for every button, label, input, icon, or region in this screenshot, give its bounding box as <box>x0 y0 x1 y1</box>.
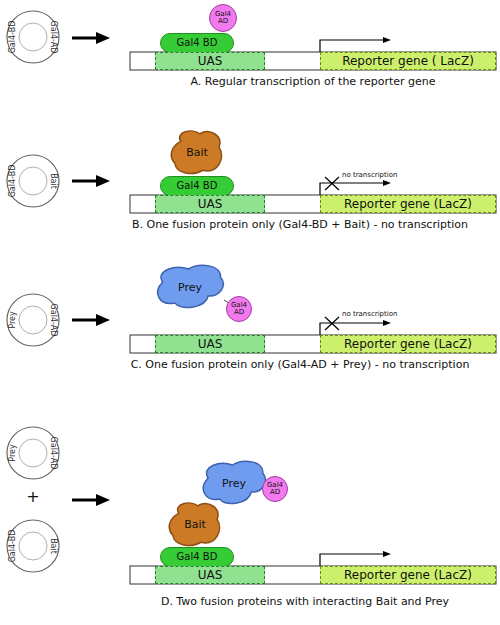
transcription-arrow <box>320 183 384 195</box>
plasmid-ring <box>19 23 47 51</box>
plasmid-label: Prey <box>9 311 17 328</box>
plasmid-label: Prey <box>9 444 17 461</box>
binding-domain: Gal4 BD <box>160 33 234 53</box>
region-label: UAS <box>198 338 223 350</box>
plasmid-label: Bait <box>49 173 57 189</box>
plasmid-ring <box>7 427 59 479</box>
gene-label: Reporter gene (LacZ) <box>344 569 472 581</box>
transcription-arrow <box>320 323 384 335</box>
panel-caption: B. One fusion protein only (Gal4-BD + Ba… <box>100 219 500 231</box>
transcription-arrow <box>320 40 384 52</box>
domain-label: Gal4 BD <box>177 552 218 562</box>
block-cross <box>325 177 339 190</box>
plasmid-arrow <box>72 319 98 322</box>
plasmid-ring <box>19 306 47 334</box>
reporter-gene: Reporter gene (LacZ) <box>320 195 496 213</box>
dna-strand <box>130 52 496 70</box>
uas-region: UAS <box>155 335 265 353</box>
plasmid-label: Gal4-BD <box>9 530 17 563</box>
plasmid-label: Gal4-AD <box>49 21 57 54</box>
protein-label: Prey <box>222 478 246 489</box>
plasmid-label: Gal4-BD <box>9 165 17 198</box>
panel-caption: D. Two fusion proteins with interacting … <box>110 596 500 608</box>
plasmid-arrow <box>72 180 98 183</box>
activation-domain: Gal4 AD <box>209 4 237 32</box>
region-label: UAS <box>198 55 223 67</box>
dna-strand <box>130 566 496 584</box>
plasmid-ring <box>7 294 59 346</box>
plasmid-label: Bait <box>49 538 57 554</box>
dna-strand <box>130 335 496 353</box>
protein-label: Bait <box>186 147 208 158</box>
region-label: UAS <box>198 569 223 581</box>
prey-protein: Prey <box>198 458 270 508</box>
uas-region: UAS <box>155 195 265 213</box>
plasmid-circle: Gal4-BD Bait <box>6 154 60 208</box>
status-note: no transcription <box>342 311 422 319</box>
arrow-head <box>96 494 110 506</box>
bait-protein: Bait <box>166 500 224 548</box>
domain-label: Gal4 BD <box>177 38 218 48</box>
dna-strand <box>130 195 496 213</box>
plus-sign: + <box>18 488 48 506</box>
plasmid-circle: Prey Gal4-AD <box>6 293 60 347</box>
bait-shape <box>171 131 221 173</box>
arrow-head <box>96 32 110 44</box>
arrow-head <box>383 551 391 557</box>
arrow-head <box>383 180 391 186</box>
plasmid-arrow <box>72 499 98 502</box>
arrow-head <box>383 320 391 326</box>
reporter-gene: Reporter gene (LacZ) <box>320 335 496 353</box>
gene-label: Reporter gene (LacZ) <box>344 338 472 350</box>
uas-region: UAS <box>155 52 265 70</box>
prey-shape <box>203 461 265 503</box>
plasmid-ring <box>19 439 47 467</box>
arrow-head <box>96 175 110 187</box>
plasmid-ring <box>7 520 59 572</box>
bait-protein: Bait <box>168 128 226 176</box>
block-cross <box>325 317 339 330</box>
plasmid-ring <box>7 155 59 207</box>
gene-label: Reporter gene ( LacZ) <box>342 55 474 67</box>
plasmid-circle: Gal4-BD Bait <box>6 519 60 573</box>
bait-shape <box>169 503 219 545</box>
gene-label: Reporter gene (LacZ) <box>344 198 472 210</box>
protein-label: Prey <box>178 282 202 293</box>
plasmid-ring <box>19 167 47 195</box>
protein-label: Bait <box>184 519 206 530</box>
plasmid-label: Gal4-AD <box>49 437 57 470</box>
uas-region: UAS <box>155 566 265 584</box>
plasmid-ring <box>7 11 59 63</box>
domain-label: Gal4 BD <box>177 181 218 191</box>
region-label: UAS <box>198 198 223 210</box>
domain-label: Gal4 AD <box>230 302 248 316</box>
plasmid-ring <box>19 532 47 560</box>
panel-caption: A. Regular transcription of the reporter… <box>130 76 496 88</box>
plasmid-circle: Gal4-BD Gal4-AD <box>6 10 60 64</box>
activation-domain: Gal4 AD <box>262 476 288 502</box>
reporter-gene: Reporter gene (LacZ) <box>320 566 496 584</box>
reporter-gene: Reporter gene ( LacZ) <box>320 52 496 70</box>
prey-protein: Prey <box>152 262 228 312</box>
arrow-head <box>383 37 391 43</box>
plasmid-label: Gal4-AD <box>49 304 57 337</box>
plasmid-label: Gal4-BD <box>9 21 17 54</box>
binding-domain: Gal4 BD <box>160 547 234 567</box>
plasmid-circle: Prey Gal4-AD <box>6 426 60 480</box>
panel-caption: C. One fusion protein only (Gal4-AD + Pr… <box>100 359 500 371</box>
domain-label: Gal4 AD <box>214 11 232 25</box>
transcription-arrow <box>320 554 384 566</box>
binding-domain: Gal4 BD <box>160 176 234 196</box>
prey-shape <box>158 265 224 307</box>
arrow-head <box>96 314 110 326</box>
status-note: no transcription <box>342 172 422 180</box>
activation-domain: Gal4 AD <box>226 296 252 322</box>
plasmid-arrow <box>72 37 98 40</box>
domain-label: Gal4 AD <box>266 482 284 496</box>
